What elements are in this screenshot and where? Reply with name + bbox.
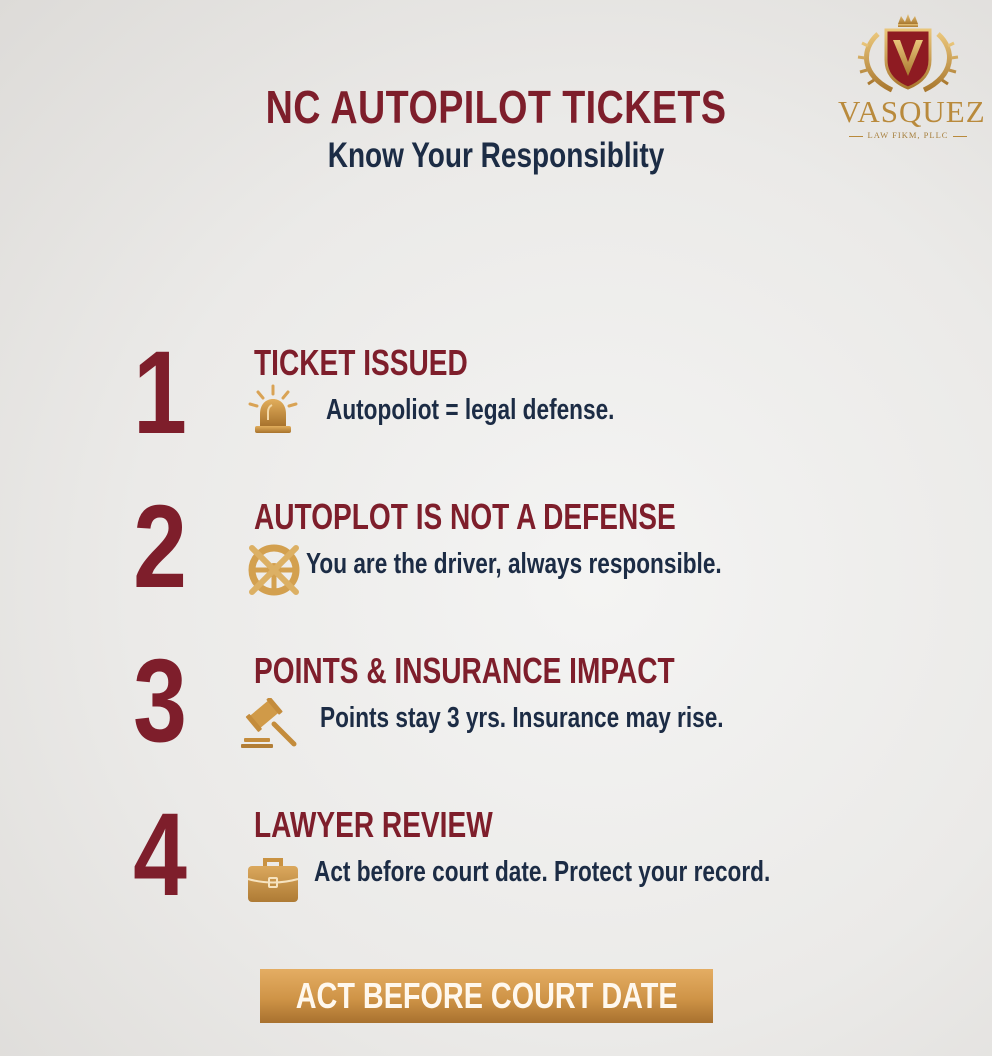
step-1: 1 TICKET ISSUED Autopoliot = legal defen… [0, 327, 992, 459]
crest-shield-icon [857, 14, 959, 93]
steering-wheel-crossed-icon [248, 544, 300, 596]
act-before-court-date-button[interactable]: ACT BEFORE COURT DATE [260, 969, 713, 1023]
step-number: 4 [133, 789, 187, 921]
step-number: 2 [133, 481, 187, 613]
gavel-icon [241, 698, 297, 748]
briefcase-icon [247, 858, 299, 902]
cta-label: ACT BEFORE COURT DATE [295, 975, 678, 1016]
step-4: 4 LAWYER REVIEW Act before court date. P… [0, 789, 992, 921]
step-number: 1 [133, 327, 187, 459]
step-heading: AUTOPLOT IS NOT A DEFENSE [254, 496, 676, 537]
logo-subtitle: LAW FIKM, PLLC [838, 130, 978, 140]
step-heading: LAWYER REVIEW [254, 804, 493, 845]
step-description: Act before court date. Protect your reco… [314, 856, 771, 888]
step-2: 2 AUTOPLOT IS NOT A DEFENSE You are the … [0, 481, 992, 613]
page-subtitle: Know Your Responsiblity [327, 136, 665, 175]
page-title: NC AUTOPILOT TICKETS [265, 81, 727, 133]
step-number: 3 [133, 635, 187, 767]
step-3: 3 POINTS & INSURANCE IMPACT Points stay … [0, 635, 992, 767]
siren-icon [248, 384, 298, 433]
vasquez-logo: VASQUEZ LAW FIKM, PLLC [838, 10, 986, 140]
logo-name: VASQUEZ [838, 94, 986, 129]
step-description: Autopoliot = legal defense. [326, 394, 615, 426]
step-heading: POINTS & INSURANCE IMPACT [254, 650, 675, 691]
step-description: You are the driver, always responsible. [306, 548, 722, 580]
step-heading: TICKET ISSUED [254, 342, 468, 383]
step-description: Points stay 3 yrs. Insurance may rise. [320, 702, 724, 734]
